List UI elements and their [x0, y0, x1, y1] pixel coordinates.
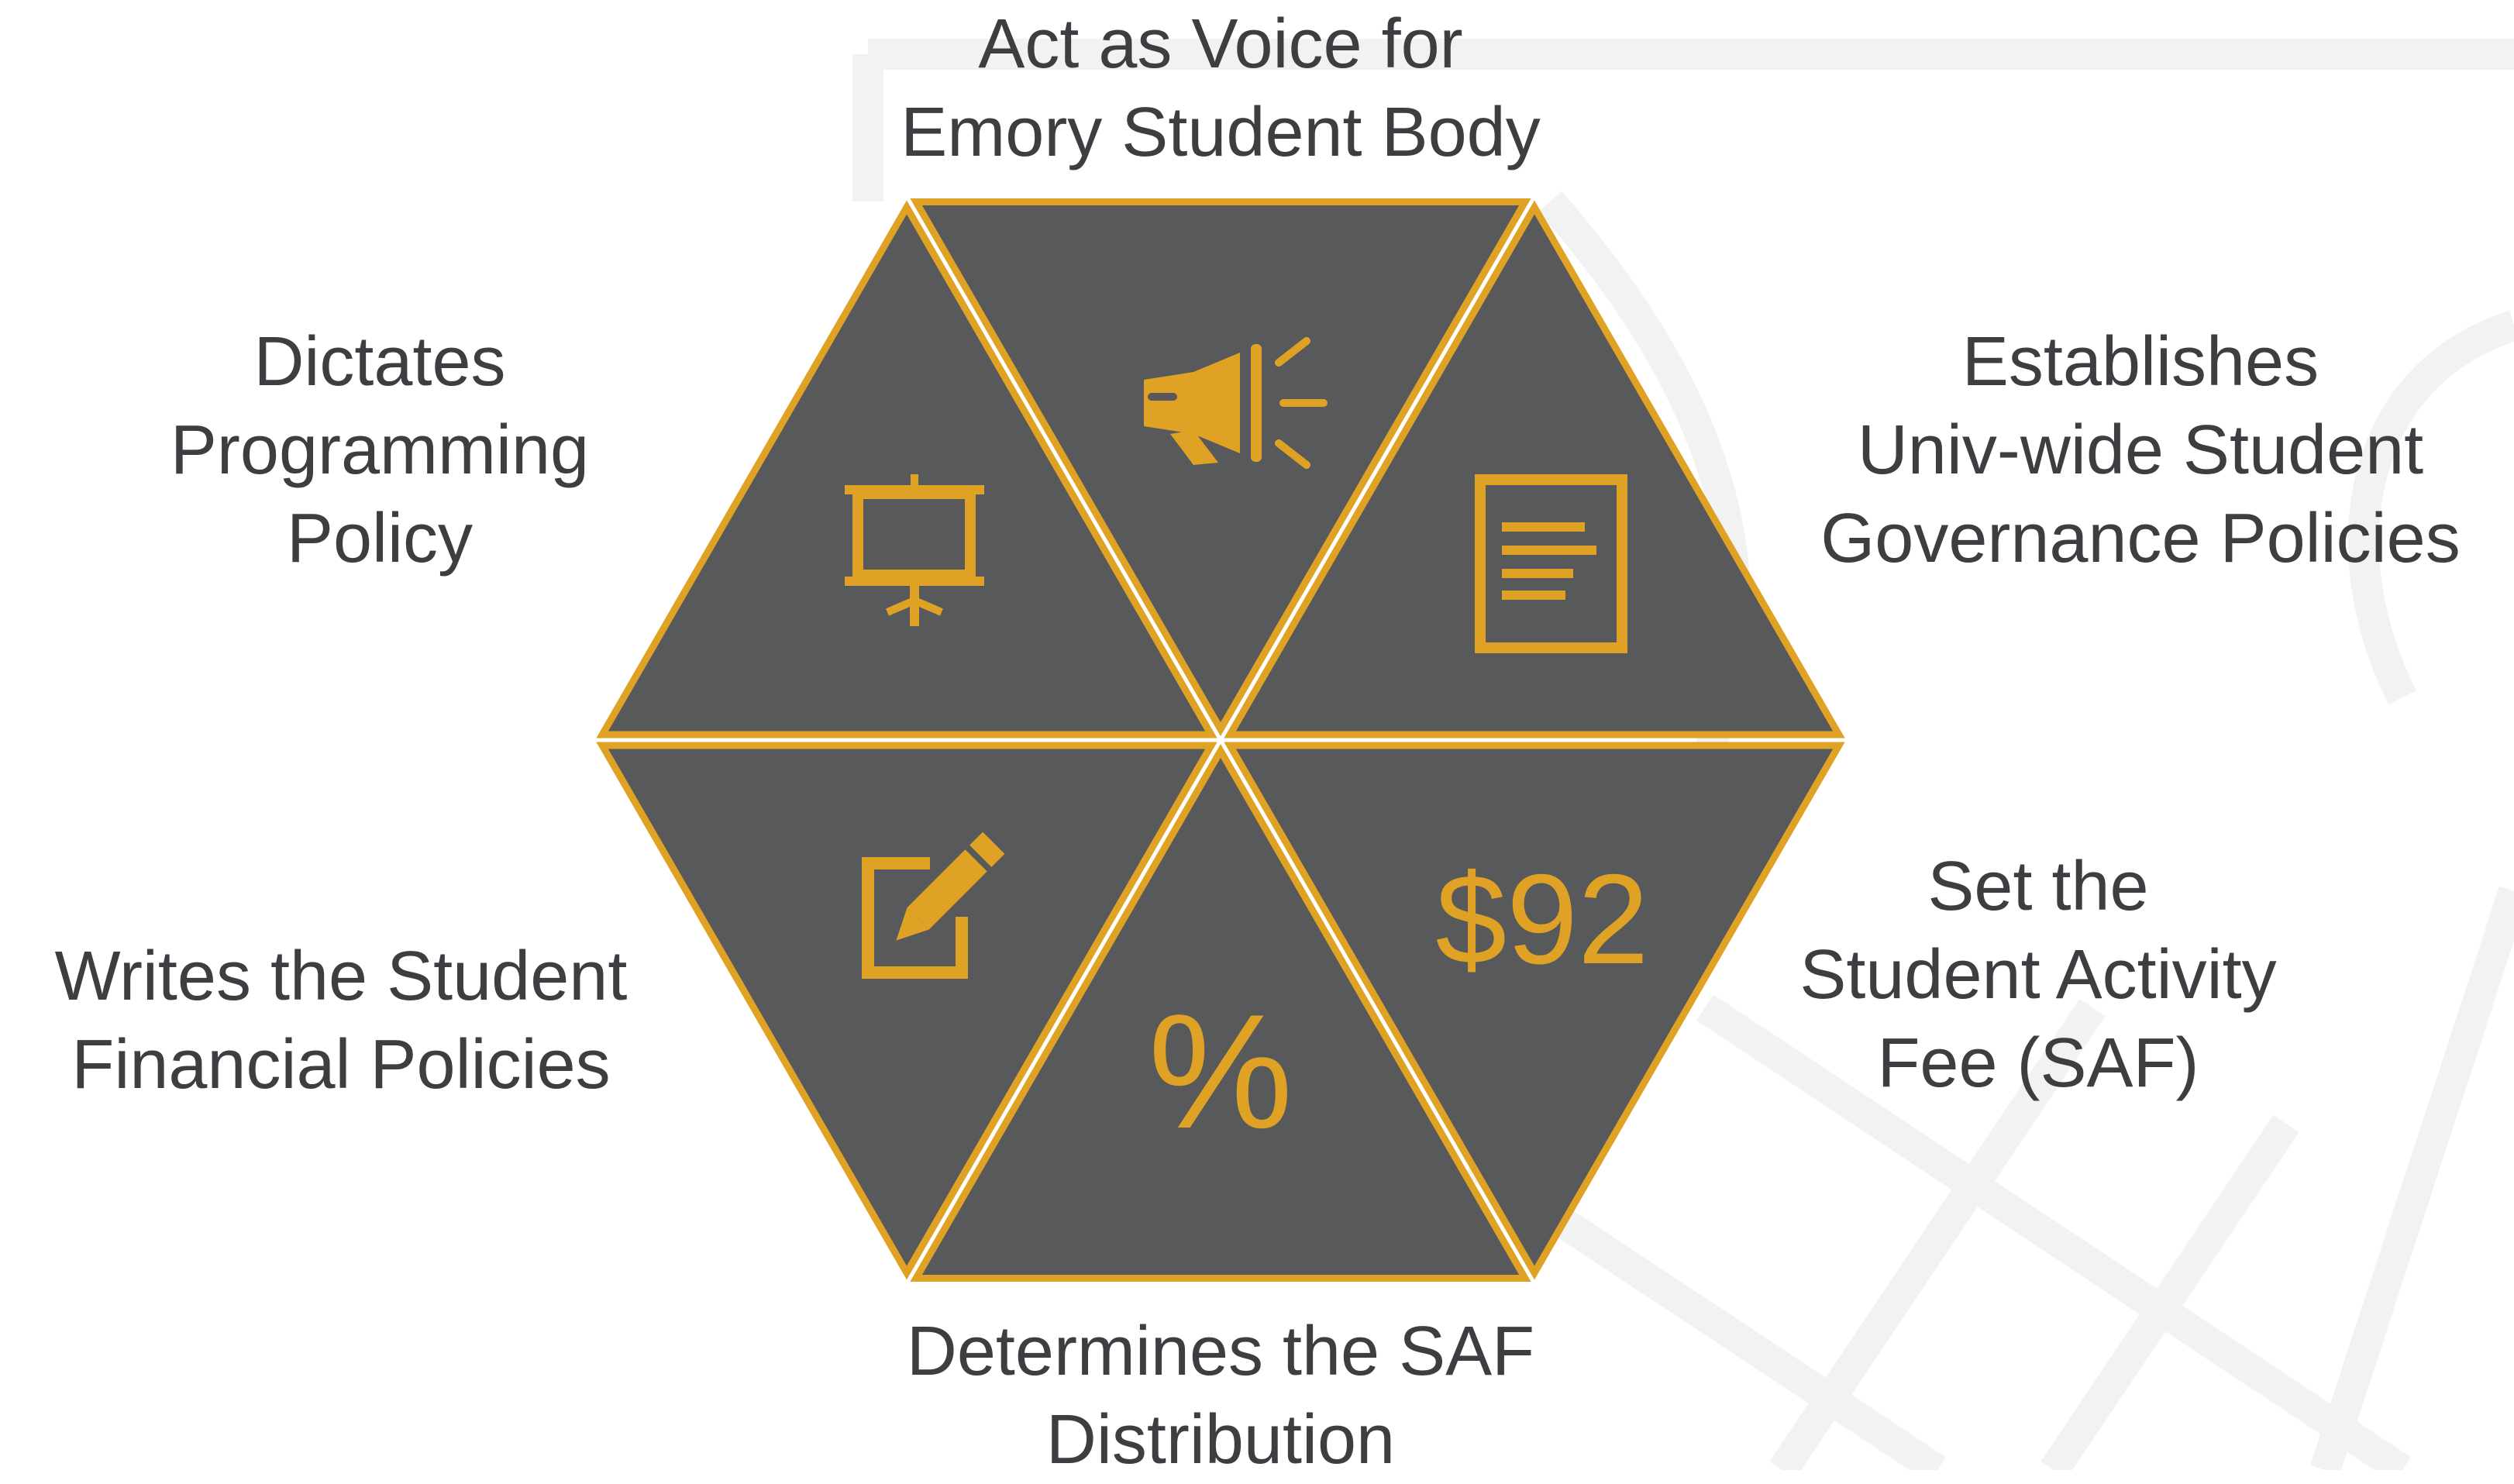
label-saf-distribution-line-1: Determines the SAF [906, 1313, 1535, 1390]
label-saf-distribution-line-2: Distribution [1045, 1401, 1396, 1479]
triangle-governance [1224, 200, 1845, 739]
label-voice-line-1: Act as Voice for [978, 5, 1463, 83]
label-programming-line-3: Policy [286, 500, 474, 577]
label-saf-amount-line-1: Set the [1927, 848, 2149, 925]
megaphone-icon [1144, 337, 1328, 469]
label-saf-amount-line-2: Student Activity [1799, 936, 2277, 1014]
label-governance-line-2: Univ-wide Student [1857, 411, 2424, 489]
document-icon [1475, 474, 1627, 653]
label-governance-line-1: Establishes [1961, 323, 2319, 401]
label-financial: Writes the Student Financial Policies [0, 932, 728, 1109]
segment-icons: $92 % [845, 337, 1649, 1162]
label-saf-amount: Set the Student Activity Fee (SAF) [1651, 842, 2426, 1107]
label-governance: Establishes Univ-wide Student Governance… [1753, 318, 2514, 583]
label-voice: Act as Voice for Emory Student Body [833, 0, 1608, 177]
triangle-financial [596, 742, 1217, 1280]
label-voice-line-2: Emory Student Body [901, 94, 1541, 171]
dollar-amount: $92 [1435, 848, 1648, 990]
label-saf-distribution: Determines the SAF Distribution [833, 1307, 1608, 1484]
label-saf-amount-line-3: Fee (SAF) [1877, 1024, 2199, 1102]
label-programming-line-1: Dictates [253, 323, 506, 401]
presentation-board-icon [845, 474, 984, 626]
triangle-programming [596, 200, 1217, 739]
label-governance-line-3: Governance Policies [1820, 500, 2461, 577]
hexagon-triangles [596, 198, 1845, 1282]
label-programming-line-2: Programming [170, 411, 590, 489]
percent-icon: % [1149, 980, 1293, 1162]
label-financial-line-2: Financial Policies [71, 1026, 611, 1104]
label-programming: Dictates Programming Policy [0, 318, 767, 583]
edit-pencil-icon [862, 832, 1005, 979]
triangle-voice [910, 198, 1531, 736]
label-financial-line-1: Writes the Student [54, 938, 628, 1015]
triangle-saf-amount [1224, 742, 1845, 1280]
triangle-saf-distribution [910, 744, 1531, 1282]
